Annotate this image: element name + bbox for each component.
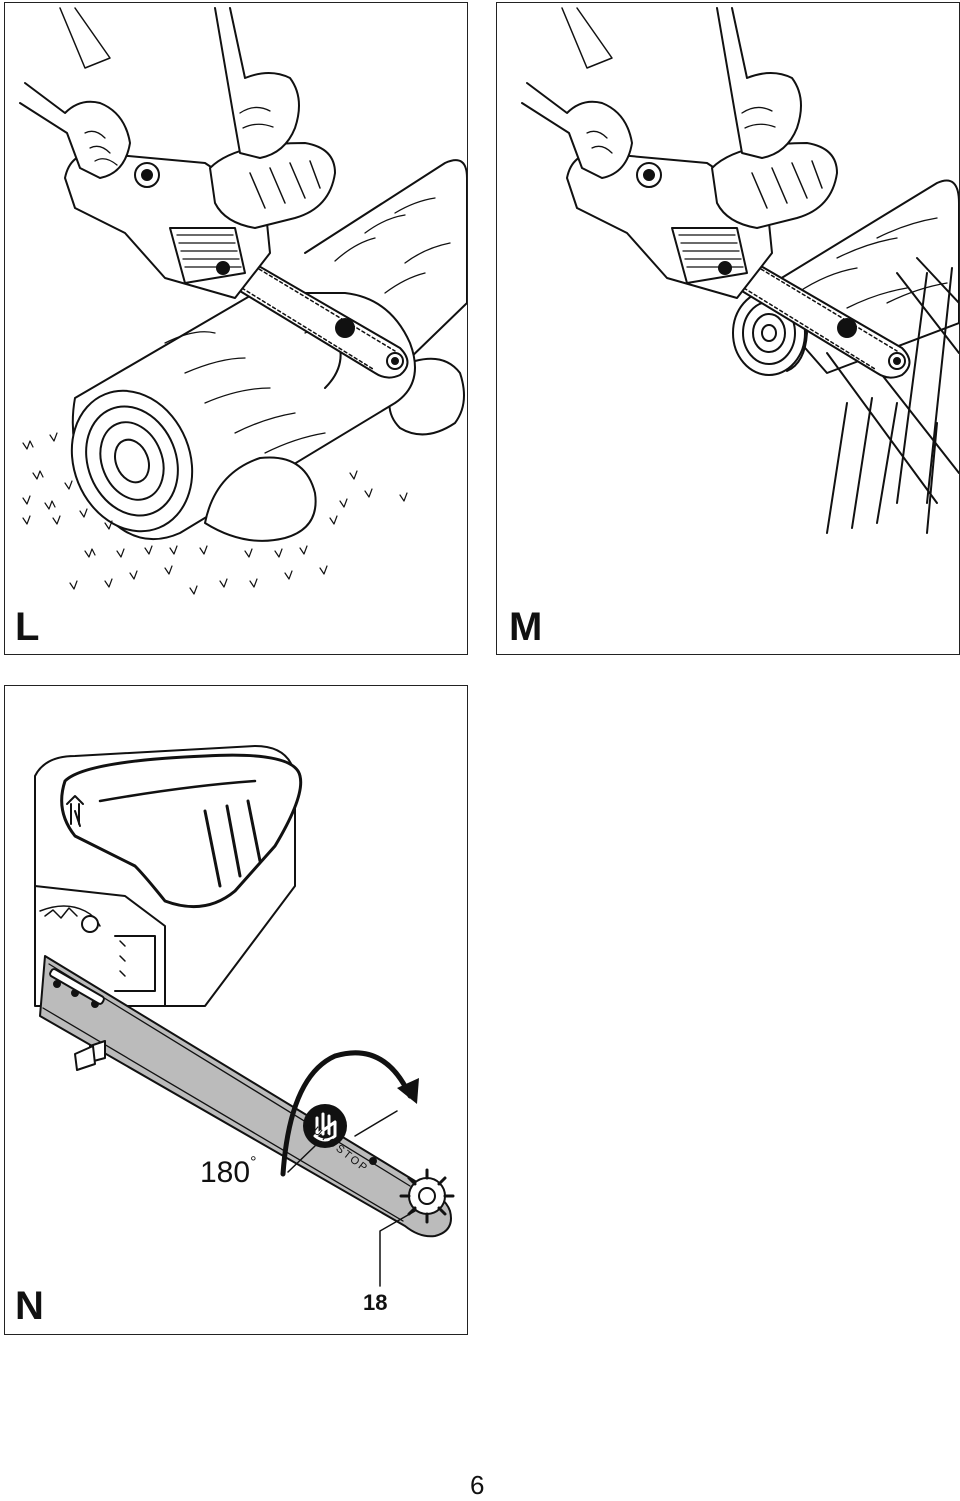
- figure-letter-l: L: [15, 605, 40, 649]
- figure-panel-l: L: [4, 2, 468, 655]
- figure-letter-n: N: [15, 1284, 44, 1328]
- part-callout-number: 18: [363, 1290, 388, 1315]
- figure-panel-n: AUTOSTOP 180° 18 N: [4, 685, 468, 1335]
- rotation-angle-label: 180°: [200, 1154, 257, 1189]
- page-number: 6: [470, 1470, 485, 1500]
- illustration-sawing-log-on-ground: [19, 7, 467, 595]
- illustration-guide-bar-rotation: AUTOSTOP: [34, 745, 455, 1287]
- figure-panel-m: M: [496, 2, 960, 655]
- figure-letter-m: M: [509, 605, 543, 649]
- illustration-sawing-log-on-sawhorse: [521, 7, 959, 534]
